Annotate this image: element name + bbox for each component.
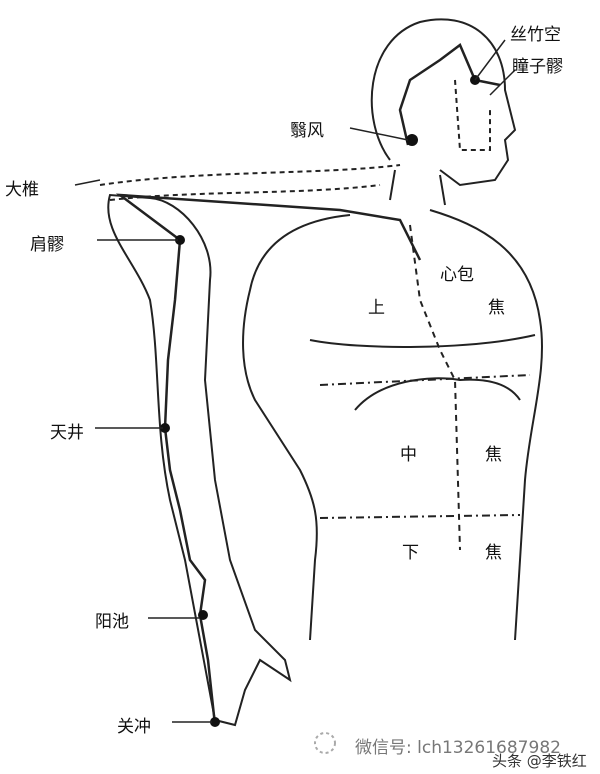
label-yangchi: 阳池 <box>95 612 129 632</box>
wechat-icon <box>314 732 336 754</box>
point-tianjing <box>160 423 170 433</box>
acupoints <box>160 75 480 727</box>
rib-line <box>354 377 521 411</box>
label-jiao-middle: 焦 <box>485 445 502 465</box>
neck <box>389 169 446 206</box>
dashed-line-jiao <box>319 374 531 519</box>
label-zhong: 中 <box>400 445 417 465</box>
point-guanchong <box>210 717 220 727</box>
label-jianliao: 肩髎 <box>30 235 64 255</box>
label-shang: 上 <box>368 298 385 318</box>
label-xia: 下 <box>402 543 419 563</box>
watermark-wechat: 微信号: lch13261687982 <box>355 738 561 758</box>
head-outline <box>370 18 517 187</box>
point-yifeng <box>406 134 418 146</box>
dashed-line-face <box>454 79 491 151</box>
label-tongziliao: 瞳子髎 <box>512 57 563 77</box>
arm-outline <box>107 193 292 727</box>
leader-lines <box>74 39 516 723</box>
head-meridian-line <box>398 43 501 146</box>
torso-outline <box>242 209 543 641</box>
dashed-line-neck <box>99 164 401 201</box>
label-sizhukong: 丝竹空 <box>510 25 561 45</box>
label-yifeng: 翳风 <box>290 121 324 141</box>
point-jianliao <box>175 235 185 245</box>
label-jiao-lower: 焦 <box>485 543 502 563</box>
label-guanchong: 关冲 <box>117 717 151 737</box>
label-dazhui: 大椎 <box>5 180 39 200</box>
point-yangchi <box>198 610 208 620</box>
watermark-toutiao: 头条 @李铁红 <box>492 752 587 770</box>
chest-line <box>309 334 536 348</box>
label-tianjing: 天井 <box>50 423 84 443</box>
label-jiao-upper: 焦 <box>488 298 505 318</box>
label-xinbao: 心包 <box>440 265 474 285</box>
